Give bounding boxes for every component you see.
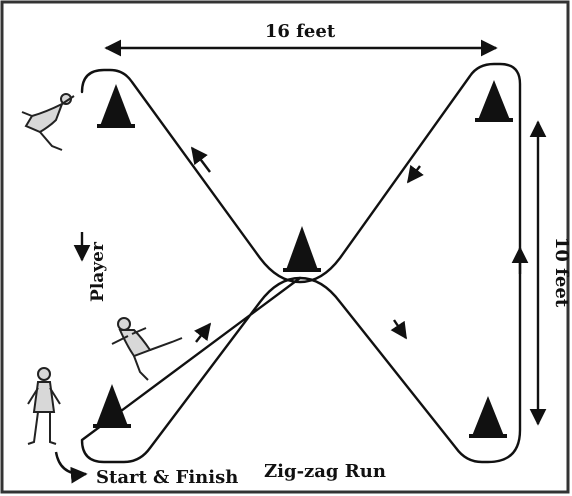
zigzag-run-label: Zig-zag Run xyxy=(264,461,386,482)
height-label: 10 feet xyxy=(551,237,572,308)
player-label: Player xyxy=(88,241,108,302)
start-finish-label: Start & Finish xyxy=(96,467,238,488)
width-label: 16 feet xyxy=(265,21,336,42)
